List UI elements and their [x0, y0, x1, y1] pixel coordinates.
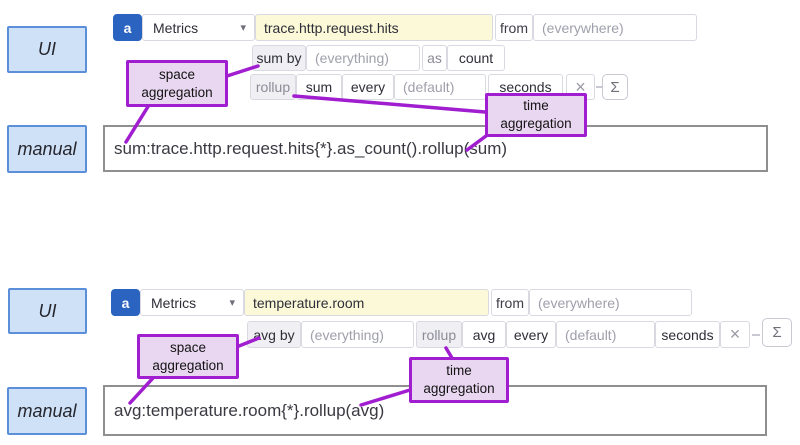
ui-label-2: UI: [8, 288, 87, 334]
every-value-input-2[interactable]: (default): [556, 321, 655, 348]
every-label-1: every: [342, 74, 394, 100]
callout-space-aggregation-2: space aggregation: [137, 334, 239, 379]
source-dropdown-label-2: Metrics: [151, 294, 197, 311]
connector-dash: [752, 334, 760, 336]
sigma-icon[interactable]: Σ: [762, 318, 792, 347]
metric-input-1[interactable]: trace.http.request.hits: [255, 14, 493, 41]
callout-space-aggregation-1: space aggregation: [126, 60, 228, 107]
rollup-fn-selector-2[interactable]: avg: [462, 321, 506, 348]
close-icon[interactable]: ×: [720, 321, 750, 348]
ui-label-1: UI: [7, 26, 87, 73]
every-label-2: every: [506, 321, 556, 348]
manual-label-1: manual: [7, 125, 87, 173]
manual-query-input-1[interactable]: sum:trace.http.request.hits{*}.as_count(…: [103, 125, 768, 172]
source-dropdown-label-1: Metrics: [153, 19, 199, 36]
every-value-input-1[interactable]: (default): [394, 74, 486, 100]
from-label-1: from: [495, 14, 533, 41]
group-by-input-2[interactable]: (everything): [301, 321, 414, 348]
callout-time-aggregation-2: time aggregation: [409, 357, 509, 403]
scope-filter-input-1[interactable]: (everywhere): [533, 14, 697, 41]
scope-badge-1[interactable]: a: [113, 14, 142, 41]
source-dropdown-1[interactable]: Metrics ▾: [142, 14, 255, 41]
metric-input-2[interactable]: temperature.room: [244, 289, 489, 316]
as-label-1: as: [422, 45, 447, 71]
group-by-input-1[interactable]: (everything): [306, 45, 420, 71]
rollup-label-2: rollup: [416, 321, 462, 348]
source-dropdown-2[interactable]: Metrics ▾: [140, 289, 244, 316]
sigma-icon[interactable]: Σ: [602, 74, 628, 100]
from-label-2: from: [491, 289, 529, 316]
rollup-fn-selector-1[interactable]: sum: [296, 74, 342, 100]
chevron-down-icon: ▾: [240, 21, 246, 34]
space-agg-selector-2[interactable]: avg by: [247, 321, 301, 348]
as-count-selector-1[interactable]: count: [447, 45, 505, 71]
scope-filter-input-2[interactable]: (everywhere): [529, 289, 692, 316]
connector-dash: [596, 86, 602, 88]
space-agg-selector-1[interactable]: sum by: [252, 45, 306, 71]
chevron-down-icon: ▾: [229, 296, 235, 309]
callout-time-aggregation-1: time aggregation: [485, 93, 587, 137]
manual-label-2: manual: [7, 387, 87, 435]
scope-badge-2[interactable]: a: [111, 289, 140, 316]
unit-selector-2[interactable]: seconds: [655, 321, 720, 348]
rollup-label-1: rollup: [250, 74, 296, 100]
